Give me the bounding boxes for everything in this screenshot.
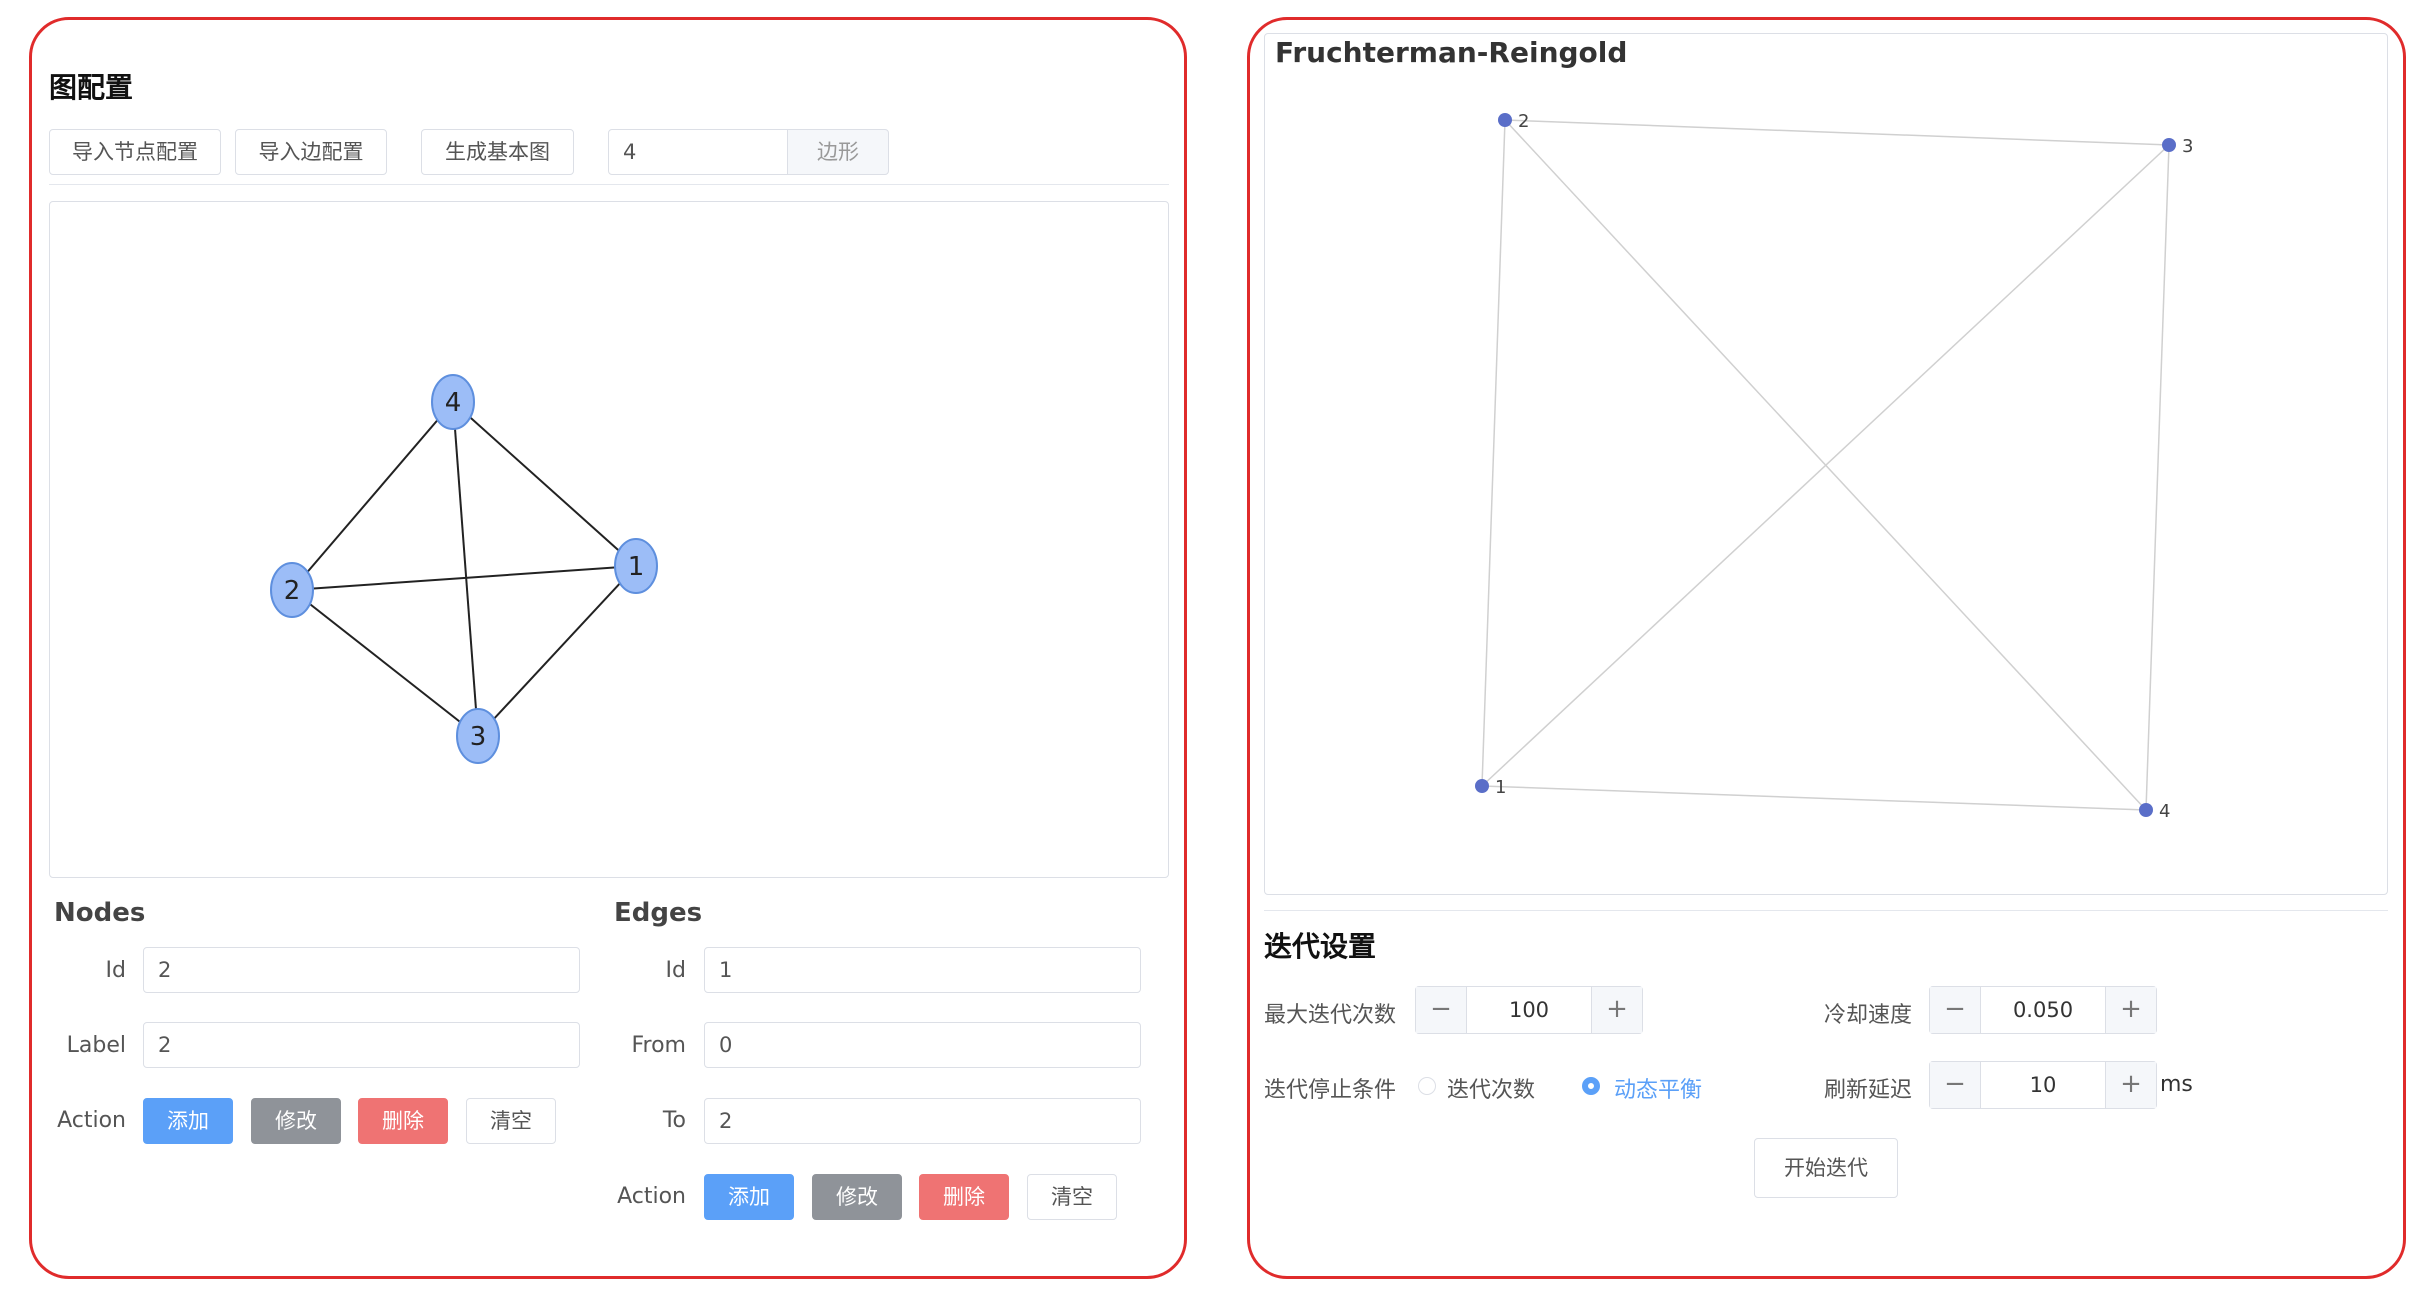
canvas-node-label: 4 (445, 388, 462, 418)
fr-edge (2145, 144, 2170, 811)
cooling-stepper[interactable]: − 0.050 + (1929, 986, 2157, 1034)
fr-edge (1481, 119, 1506, 787)
node-id-input[interactable]: 2 (143, 947, 580, 993)
layout-panel (1247, 17, 2406, 1279)
refresh-delay-stepper[interactable]: − 10 + (1929, 1061, 2157, 1109)
nodes-form-title: Nodes (54, 898, 146, 928)
refresh-delay-value[interactable]: 10 (2029, 1073, 2057, 1097)
fr-node-label: 3 (2182, 136, 2193, 157)
fr-layout-canvas[interactable]: Fruchterman-Reingold 1 2 3 4 (1264, 33, 2388, 895)
fr-edge (1504, 119, 2170, 146)
refresh-delay-label: 刷新延迟 (1823, 1078, 1912, 1103)
fr-node-2: 2 (1498, 111, 1529, 132)
import-edges-button[interactable]: 导入边配置 (235, 129, 387, 175)
node-id-label: Id (105, 958, 126, 983)
polygon-suffix-label: 边形 (787, 129, 889, 175)
cooling-value[interactable]: 0.050 (2012, 998, 2074, 1022)
canvas-node-3[interactable]: 3 (456, 708, 500, 764)
node-action-label: Action (57, 1108, 126, 1133)
iteration-settings-title: 迭代设置 (1264, 930, 1377, 963)
edge-edit-button[interactable]: 修改 (812, 1174, 902, 1220)
fr-node-3: 3 (2162, 136, 2193, 157)
minus-icon[interactable]: − (1930, 987, 1981, 1033)
fr-node-label: 4 (2159, 801, 2170, 822)
edge-from-label: From (631, 1033, 686, 1058)
edges-form-title: Edges (614, 898, 703, 928)
canvas-node-label: 2 (284, 576, 301, 606)
fr-edge (1481, 785, 2147, 811)
canvas-node-2[interactable]: 2 (270, 562, 314, 618)
canvas-edge (452, 401, 479, 737)
edge-from-input[interactable]: 0 (704, 1022, 1141, 1068)
radio-iter-count-label[interactable]: 迭代次数 (1447, 1078, 1536, 1103)
edge-add-button[interactable]: 添加 (704, 1174, 794, 1220)
fr-graph-svg: 1 2 3 4 (1475, 111, 2193, 822)
node-delete-button[interactable]: 删除 (358, 1098, 448, 1144)
fr-edge (1481, 144, 2170, 787)
plus-icon[interactable]: + (2105, 987, 2156, 1033)
import-nodes-button[interactable]: 导入节点配置 (49, 129, 221, 175)
fr-node-label: 2 (1518, 111, 1529, 132)
graph-config-title: 图配置 (49, 71, 134, 104)
plus-icon[interactable]: + (1591, 987, 1642, 1033)
fr-node-1: 1 (1475, 777, 1506, 798)
minus-icon[interactable]: − (1930, 1062, 1981, 1108)
canvas-node-1[interactable]: 1 (614, 538, 658, 594)
edge-to-input[interactable]: 2 (704, 1098, 1141, 1144)
stop-condition-label: 迭代停止条件 (1264, 1078, 1397, 1103)
canvas-edge (291, 565, 637, 591)
radio-balance-label[interactable]: 动态平衡 (1614, 1078, 1703, 1103)
polygon-count-input[interactable]: 4 (608, 129, 788, 175)
edge-to-label: To (662, 1108, 686, 1133)
edge-id-label: Id (665, 958, 686, 983)
max-iter-value[interactable]: 100 (1508, 998, 1550, 1022)
canvas-edges (291, 401, 637, 737)
node-clear-button[interactable]: 清空 (466, 1098, 556, 1144)
divider (1264, 910, 2388, 911)
graph-canvas[interactable]: 1 2 3 4 (49, 201, 1169, 878)
divider (49, 184, 1169, 185)
node-add-button[interactable]: 添加 (143, 1098, 233, 1144)
canvas-edge (291, 401, 454, 591)
radio-iter-count[interactable] (1418, 1077, 1436, 1095)
start-iteration-button[interactable]: 开始迭代 (1754, 1138, 1898, 1198)
edge-action-label: Action (617, 1184, 686, 1209)
canvas-node-label: 3 (470, 722, 487, 752)
graph-config-panel (29, 17, 1187, 1279)
fr-node-4: 4 (2139, 801, 2170, 822)
canvas-node-label: 1 (628, 552, 645, 582)
fr-node-label: 1 (1495, 777, 1506, 798)
fr-title: Fruchterman-Reingold (1275, 36, 1628, 69)
edge-clear-button[interactable]: 清空 (1027, 1174, 1117, 1220)
minus-icon[interactable]: − (1416, 987, 1467, 1033)
refresh-unit: ms (2160, 1072, 2193, 1097)
node-edit-button[interactable]: 修改 (251, 1098, 341, 1144)
canvas-node-4[interactable]: 4 (431, 374, 475, 430)
fr-edges (1481, 119, 2170, 811)
max-iter-label: 最大迭代次数 (1264, 1003, 1397, 1028)
node-label-input[interactable]: 2 (143, 1022, 580, 1068)
canvas-edge (291, 589, 479, 737)
radio-balance[interactable] (1582, 1077, 1600, 1095)
graph-canvas-svg: 1 2 3 4 (270, 374, 658, 764)
edge-id-input[interactable]: 1 (704, 947, 1141, 993)
edge-delete-button[interactable]: 删除 (919, 1174, 1009, 1220)
canvas-edge (452, 401, 637, 567)
plus-icon[interactable]: + (2105, 1062, 2156, 1108)
max-iter-stepper[interactable]: − 100 + (1415, 986, 1643, 1034)
canvas-edge (477, 565, 637, 737)
node-label-label: Label (66, 1033, 126, 1058)
cooling-label: 冷却速度 (1823, 1003, 1912, 1028)
generate-basic-graph-button[interactable]: 生成基本图 (421, 129, 574, 175)
